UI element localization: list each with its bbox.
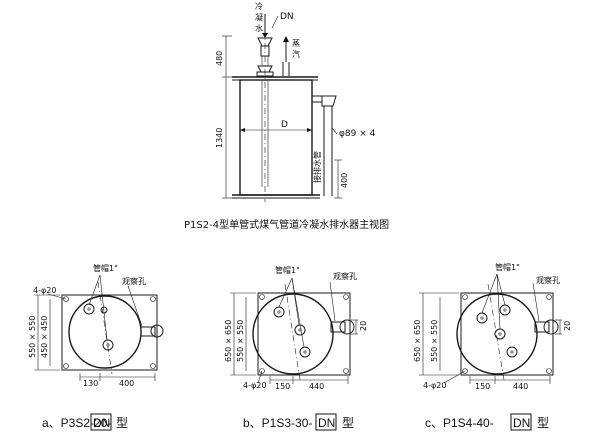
plan-b-side-dim: 20 <box>359 321 368 331</box>
drain-pipe-label: 接排水管 <box>312 151 322 183</box>
plan-c-side-dim: 20 <box>563 321 572 331</box>
caption-a-dn: DN <box>93 416 110 430</box>
caption-b-dn: DN <box>318 416 335 430</box>
plan-view-c: 20 管帽1" 观察孔 4-φ20 650 × 650 550 × 550 15… <box>413 262 572 391</box>
steam-label: 蒸 <box>292 38 300 48</box>
dim-400-label: 400 <box>340 173 349 188</box>
front-elevation: 冷 凝 水 DN 蒸 汽 <box>215 1 376 202</box>
plan-b-observe-label: 观察孔 <box>333 271 357 281</box>
plan-c-bolt-label: 4-φ20 <box>423 381 446 390</box>
plan-a-bolt-label: 4-φ20 <box>33 286 56 295</box>
dim-1340-label: 1340 <box>215 128 224 148</box>
cold-water-label-3: 水 <box>255 23 263 33</box>
plan-c-dim-large: 440 <box>513 382 528 391</box>
plan-a-dim-inner: 450 × 450 <box>40 316 49 358</box>
plan-view-b: 20 管帽1" 观察孔 4-φ20 650 × 650 550 × 550 15… <box>224 265 368 391</box>
plan-c-dim-outer: 650 × 650 <box>413 320 422 362</box>
plan-a-dim-outer: 550 × 550 <box>28 316 37 358</box>
cold-water-label-2: 凝 <box>255 12 263 22</box>
caption-b: b、P1S3-30- DN 型 <box>243 413 354 431</box>
caption-c: c、P1S4-40- DN 型 <box>425 413 549 431</box>
plan-a-dim-small: 130 <box>83 379 98 388</box>
plan-c-dim-small: 150 <box>475 382 490 391</box>
caption-a: a、P3S2-20- DN 型 <box>42 413 128 431</box>
steam-label-2: 汽 <box>292 49 300 59</box>
caption-b-suffix: 型 <box>342 416 354 430</box>
plan-b-dim-outer: 650 × 650 <box>224 320 233 362</box>
main-caption: P1S2-4型单管式煤气管道冷凝水排水器主视图 <box>184 218 389 231</box>
caption-c-dn-box <box>510 413 532 431</box>
plan-c-dim-inner: 550 × 550 <box>430 320 439 362</box>
caption-b-dn-box <box>315 413 337 431</box>
diameter-d-label: D <box>281 120 288 130</box>
caption-b-prefix: b、P1S3-30- <box>243 416 312 430</box>
plan-c-cap-label: 管帽1" <box>495 262 520 272</box>
caption-a-suffix: 型 <box>116 416 128 430</box>
plan-b-dim-large: 440 <box>309 382 324 391</box>
dn-label: DN <box>280 12 294 22</box>
plan-a-cap-label: 管帽1" <box>93 263 118 273</box>
plan-b-dim-inner: 550 × 550 <box>236 320 245 362</box>
plan-c-observe-label: 观察孔 <box>536 275 560 285</box>
dim-480-label: 480 <box>215 51 224 66</box>
plan-b-dim-small: 150 <box>275 382 290 391</box>
caption-c-suffix: 型 <box>537 416 549 430</box>
plan-a-observe-label: 观察孔 <box>122 276 146 286</box>
caption-c-prefix: c、P1S4-40- <box>425 416 494 430</box>
plan-b-cap-label: 管帽1" <box>275 265 300 275</box>
cold-water-label: 冷 <box>255 1 263 11</box>
plan-b-bolt-label: 4-φ20 <box>243 381 266 390</box>
plan-view-a: 管帽1" 观察孔 4-φ20 550 × 550 450 × 450 130 4… <box>28 263 164 388</box>
caption-c-dn: DN <box>513 416 530 430</box>
phi89-label: φ89 × 4 <box>339 129 376 139</box>
caption-a-dn-box <box>90 413 112 431</box>
caption-a-prefix: a、P3S2-20- <box>42 416 111 430</box>
plan-a-dim-large: 400 <box>119 379 134 388</box>
